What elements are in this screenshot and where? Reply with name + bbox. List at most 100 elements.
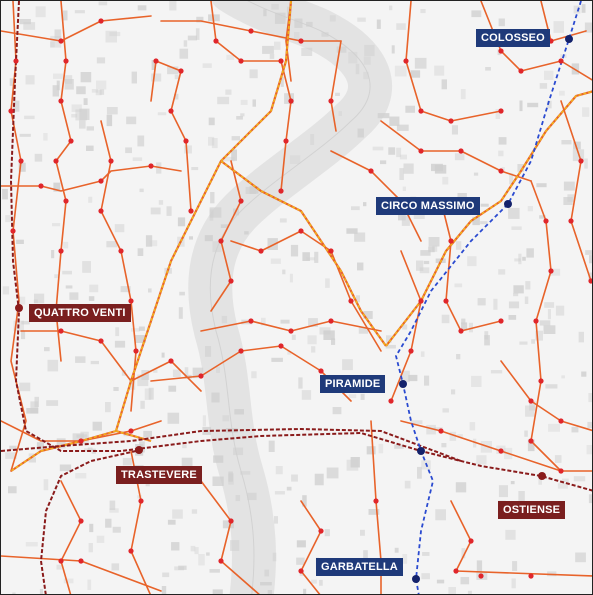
building-block [274,516,278,524]
building-block [535,330,543,341]
bus-stop [278,58,284,64]
building-block [91,89,99,93]
building-block [274,41,281,50]
bus-stop [288,98,294,104]
building-block [357,128,364,138]
building-block [518,253,522,265]
building-block [311,579,317,584]
bus-route [200,480,260,594]
building-block [272,552,277,562]
building-block [331,338,336,345]
building-block [153,369,158,373]
building-block [137,374,149,387]
building-block [209,569,220,573]
building-block [455,482,467,493]
building-block [351,206,360,211]
metro-line-b [395,1,582,594]
building-block [177,217,186,227]
bus-stop [218,558,224,564]
bus-stop [318,528,324,534]
building-block [422,552,430,556]
building-block [140,400,145,409]
metro-station-marker [504,200,512,208]
building-block [83,98,88,105]
bus-stop [228,518,234,524]
building-block [442,176,449,185]
station-label-quattro-venti[interactable]: QUATTRO VENTI [29,304,131,322]
building-block [192,367,204,379]
building-block [403,163,414,174]
building-block [24,115,35,120]
building-block [582,107,590,117]
bus-stop [448,118,454,124]
building-block [172,369,181,377]
building-block [477,298,486,306]
building-block [260,582,272,586]
bus-stop [278,188,284,194]
building-block [539,320,551,326]
building-block [268,440,275,452]
bus-stop [418,108,424,114]
bus-stop [53,158,59,164]
building-block [141,370,150,380]
bus-stop [468,538,474,544]
building-block [493,298,498,310]
building-block [222,415,230,422]
bus-stop [8,108,14,114]
bus-stop [403,58,409,64]
building-block [52,85,59,97]
building-block [426,424,436,435]
station-label-circo-massimo[interactable]: CIRCO MASSIMO [376,197,480,215]
bus-stop [238,198,244,204]
station-label-garbatella[interactable]: GARBATELLA [316,558,403,576]
building-block [18,296,26,305]
building-block [589,255,592,264]
building-block [19,133,31,137]
building-block [158,200,164,205]
building-block [575,552,586,563]
station-label-piramide[interactable]: PIRAMIDE [320,375,386,393]
building-block [75,356,86,363]
building-block [544,302,555,308]
bus-stop [298,38,304,44]
building-block [536,183,547,188]
building-block [211,138,218,149]
bus-stop [78,518,84,524]
bus-stops [8,18,592,579]
building-block [196,16,204,23]
building-block [208,14,220,22]
building-block [2,188,8,200]
building-block [236,116,243,120]
station-label-colosseo[interactable]: COLOSSEO [476,29,550,47]
building-block [191,167,199,171]
building-block [539,215,546,219]
bus-route [330,150,422,242]
building-block [174,74,179,80]
building-block [526,248,534,258]
building-block [251,371,257,379]
station-label-trastevere[interactable]: TRASTEVERE [116,466,202,484]
building-block [469,422,476,431]
bus-stop [118,248,124,254]
building-block [451,125,458,135]
building-block [171,542,180,551]
building-block [210,192,215,204]
building-block [54,29,62,39]
building-block [280,319,290,324]
bus-stop [498,168,504,174]
building-block [33,299,38,304]
building-block [46,400,59,406]
bus-stop [558,468,564,474]
building-block [417,466,422,479]
building-block [527,439,535,452]
building-block [527,102,539,108]
building-block [363,550,368,559]
building-block [222,520,234,529]
building-block [372,146,384,151]
building-block [115,327,120,337]
building-block [332,407,342,415]
station-label-ostiense[interactable]: OSTIENSE [498,501,566,519]
bus-stop [518,68,524,74]
building-block [456,354,461,360]
